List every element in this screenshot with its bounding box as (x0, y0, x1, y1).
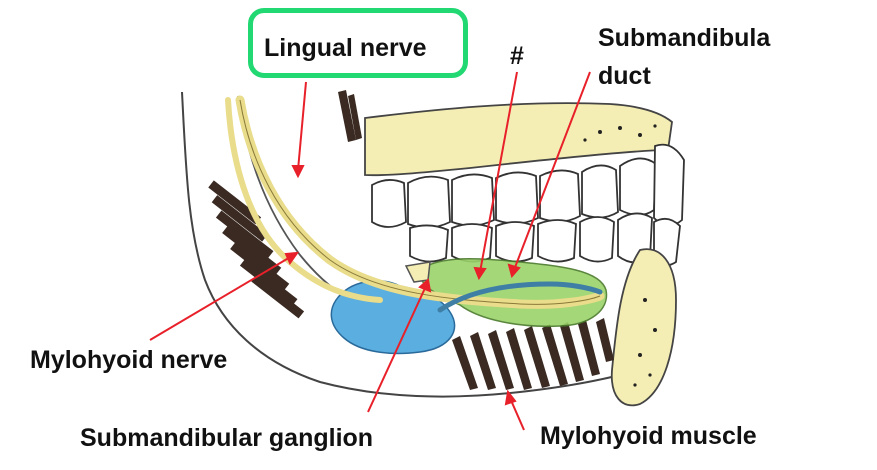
back-pillars (338, 90, 362, 142)
label-submandibular-duct-1: Submandibula (598, 24, 771, 52)
label-submandibular-duct-2: duct (598, 62, 651, 90)
mylohyoid-nerve-band (225, 97, 383, 303)
gum-dots (583, 124, 657, 142)
chin-bone (610, 248, 677, 407)
lingual-nerve-highlight-box (248, 8, 468, 78)
label-mylohyoid-nerve: Mylohyoid nerve (30, 346, 228, 374)
mylohyoid-muscle-stripes (452, 318, 614, 390)
left-muscle-stripes (208, 180, 305, 319)
mandible-outline (181, 91, 641, 398)
ganglion-shape (404, 261, 431, 283)
lower-teeth (409, 212, 681, 267)
label-mylohyoid-muscle: Mylohyoid muscle (540, 422, 757, 450)
chin-dots (633, 298, 657, 387)
upper-teeth (371, 143, 685, 229)
label-hash: # (510, 42, 524, 70)
label-lingual-nerve: Lingual nerve (264, 34, 427, 62)
submandibular-duct (437, 281, 603, 313)
sublingual-gland (419, 258, 608, 328)
leader-lines (149, 71, 591, 431)
lingual-nerve-outline (239, 99, 601, 305)
label-submandibular-ganglion: Submandibular ganglion (80, 424, 374, 452)
